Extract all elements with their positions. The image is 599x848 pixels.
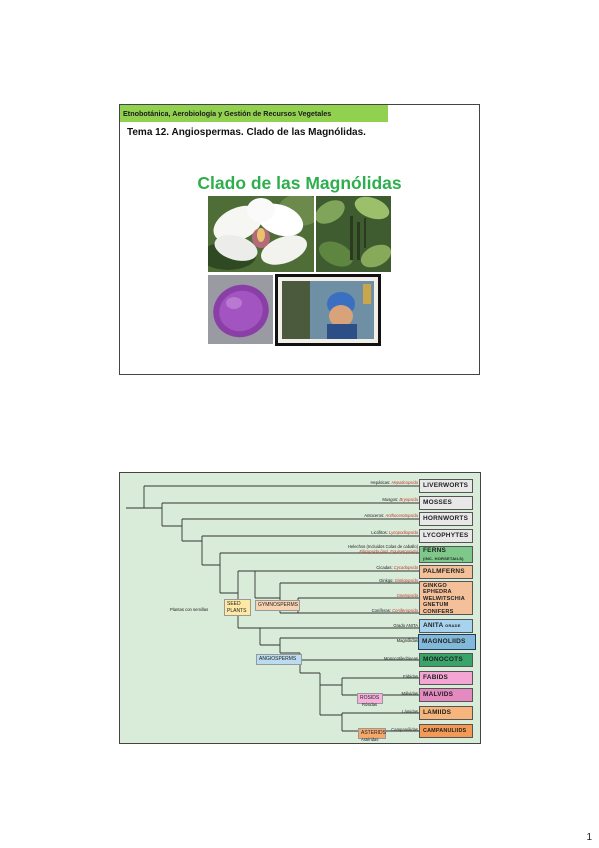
label-hepaticas: Hepáticas: Hepaticopsida (370, 480, 418, 485)
pollen-grain-photo (208, 275, 273, 344)
tag-rosids: ROSIDS (357, 693, 383, 704)
label-lamidas: Lámidas (402, 709, 418, 714)
page-number: 1 (586, 832, 592, 843)
label-coniferas: Coníferas: Coniferopsida (371, 608, 418, 613)
clade-liverworts: LIVERWORTS (419, 479, 473, 493)
slide-subtitle: Tema 12. Angiospermas. Clado de las Magn… (127, 127, 366, 138)
label-grado-anita: Grado ANITA (393, 623, 418, 628)
tag-angiosperms: ANGIOSPERMS (256, 654, 302, 665)
slide-title: Clado de las Magnólidas (197, 173, 402, 193)
clade-ferns: FERNS(INC. HORSETAILS) (419, 546, 473, 563)
clade-hornworts: HORNWORTS (419, 512, 473, 526)
clade-gymnosperm-groups: GINKGO EPHEDRA WELWITSCHIA GNETUM CONIFE… (419, 581, 473, 615)
tag-asterids: ASTERIDS (358, 728, 386, 739)
tag-gymnosperms: GYMNOSPERMS (255, 600, 300, 611)
phylogenetic-tree (126, 485, 420, 732)
course-header: Etnobotánica, Aerobiología y Gestión de … (120, 105, 388, 122)
label-licofitos: Licófitos: Lycopodiopsida (371, 530, 418, 535)
clade-malvids: MALVIDS (419, 688, 473, 702)
label-campanulidas: Campanúlidas (391, 727, 418, 732)
phylogeny-slide: Hepáticas: Hepaticopsida Musgos: Bryopsi… (119, 472, 481, 744)
label-helechos: Helechos (Incluidos Colas de caballo)Fil… (347, 544, 418, 554)
label-ginkgo: Ginkgo: Ginkgopsida (379, 578, 418, 583)
label-asteridas: Astéridas (361, 737, 379, 742)
clade-mosses: MOSSES (419, 496, 473, 510)
clade-magnoliids: MAGNOLIIDS (418, 634, 476, 650)
postage-stamp-photo (275, 274, 381, 346)
label-magnolidas: Magnólidas (396, 638, 418, 643)
label-rosidas: Rósidas (362, 702, 378, 707)
magnolia-flower-photo (208, 196, 314, 272)
label-antoceros: Antoceros: Anthocerotopsida (364, 513, 418, 518)
tag-seed-plants: SEED PLANTS (224, 599, 251, 616)
clade-anita: ANITA GRADE (419, 619, 473, 633)
clade-monocots: MONOCOTS (419, 653, 473, 667)
clade-campanuliids: CAMPANULIIDS (419, 724, 473, 738)
label-fabidas: Fábidas (403, 674, 418, 679)
clade-lycophytes: LYCOPHYTES (419, 529, 473, 543)
label-plantas-con-semillas: Plantas con semillas (170, 607, 209, 612)
label-gnetopsida: Gnetopsida (396, 593, 418, 598)
label-monocotiledoneas: Monocotiledóneas (384, 656, 418, 661)
label-cicadas: Cicadas: Cycadopsida (376, 565, 418, 570)
clade-palmferns: PALMFERNS (419, 565, 473, 579)
label-musgos: Musgos: Bryopsida (382, 497, 418, 502)
pepper-plant-photo (316, 196, 391, 272)
clade-fabids: FABIDS (419, 671, 473, 685)
label-malvidas: Málvidas (401, 691, 418, 696)
clade-lamiids: LAMIIDS (419, 706, 473, 720)
title-slide: Etnobotánica, Aerobiología y Gestión de … (119, 104, 480, 375)
